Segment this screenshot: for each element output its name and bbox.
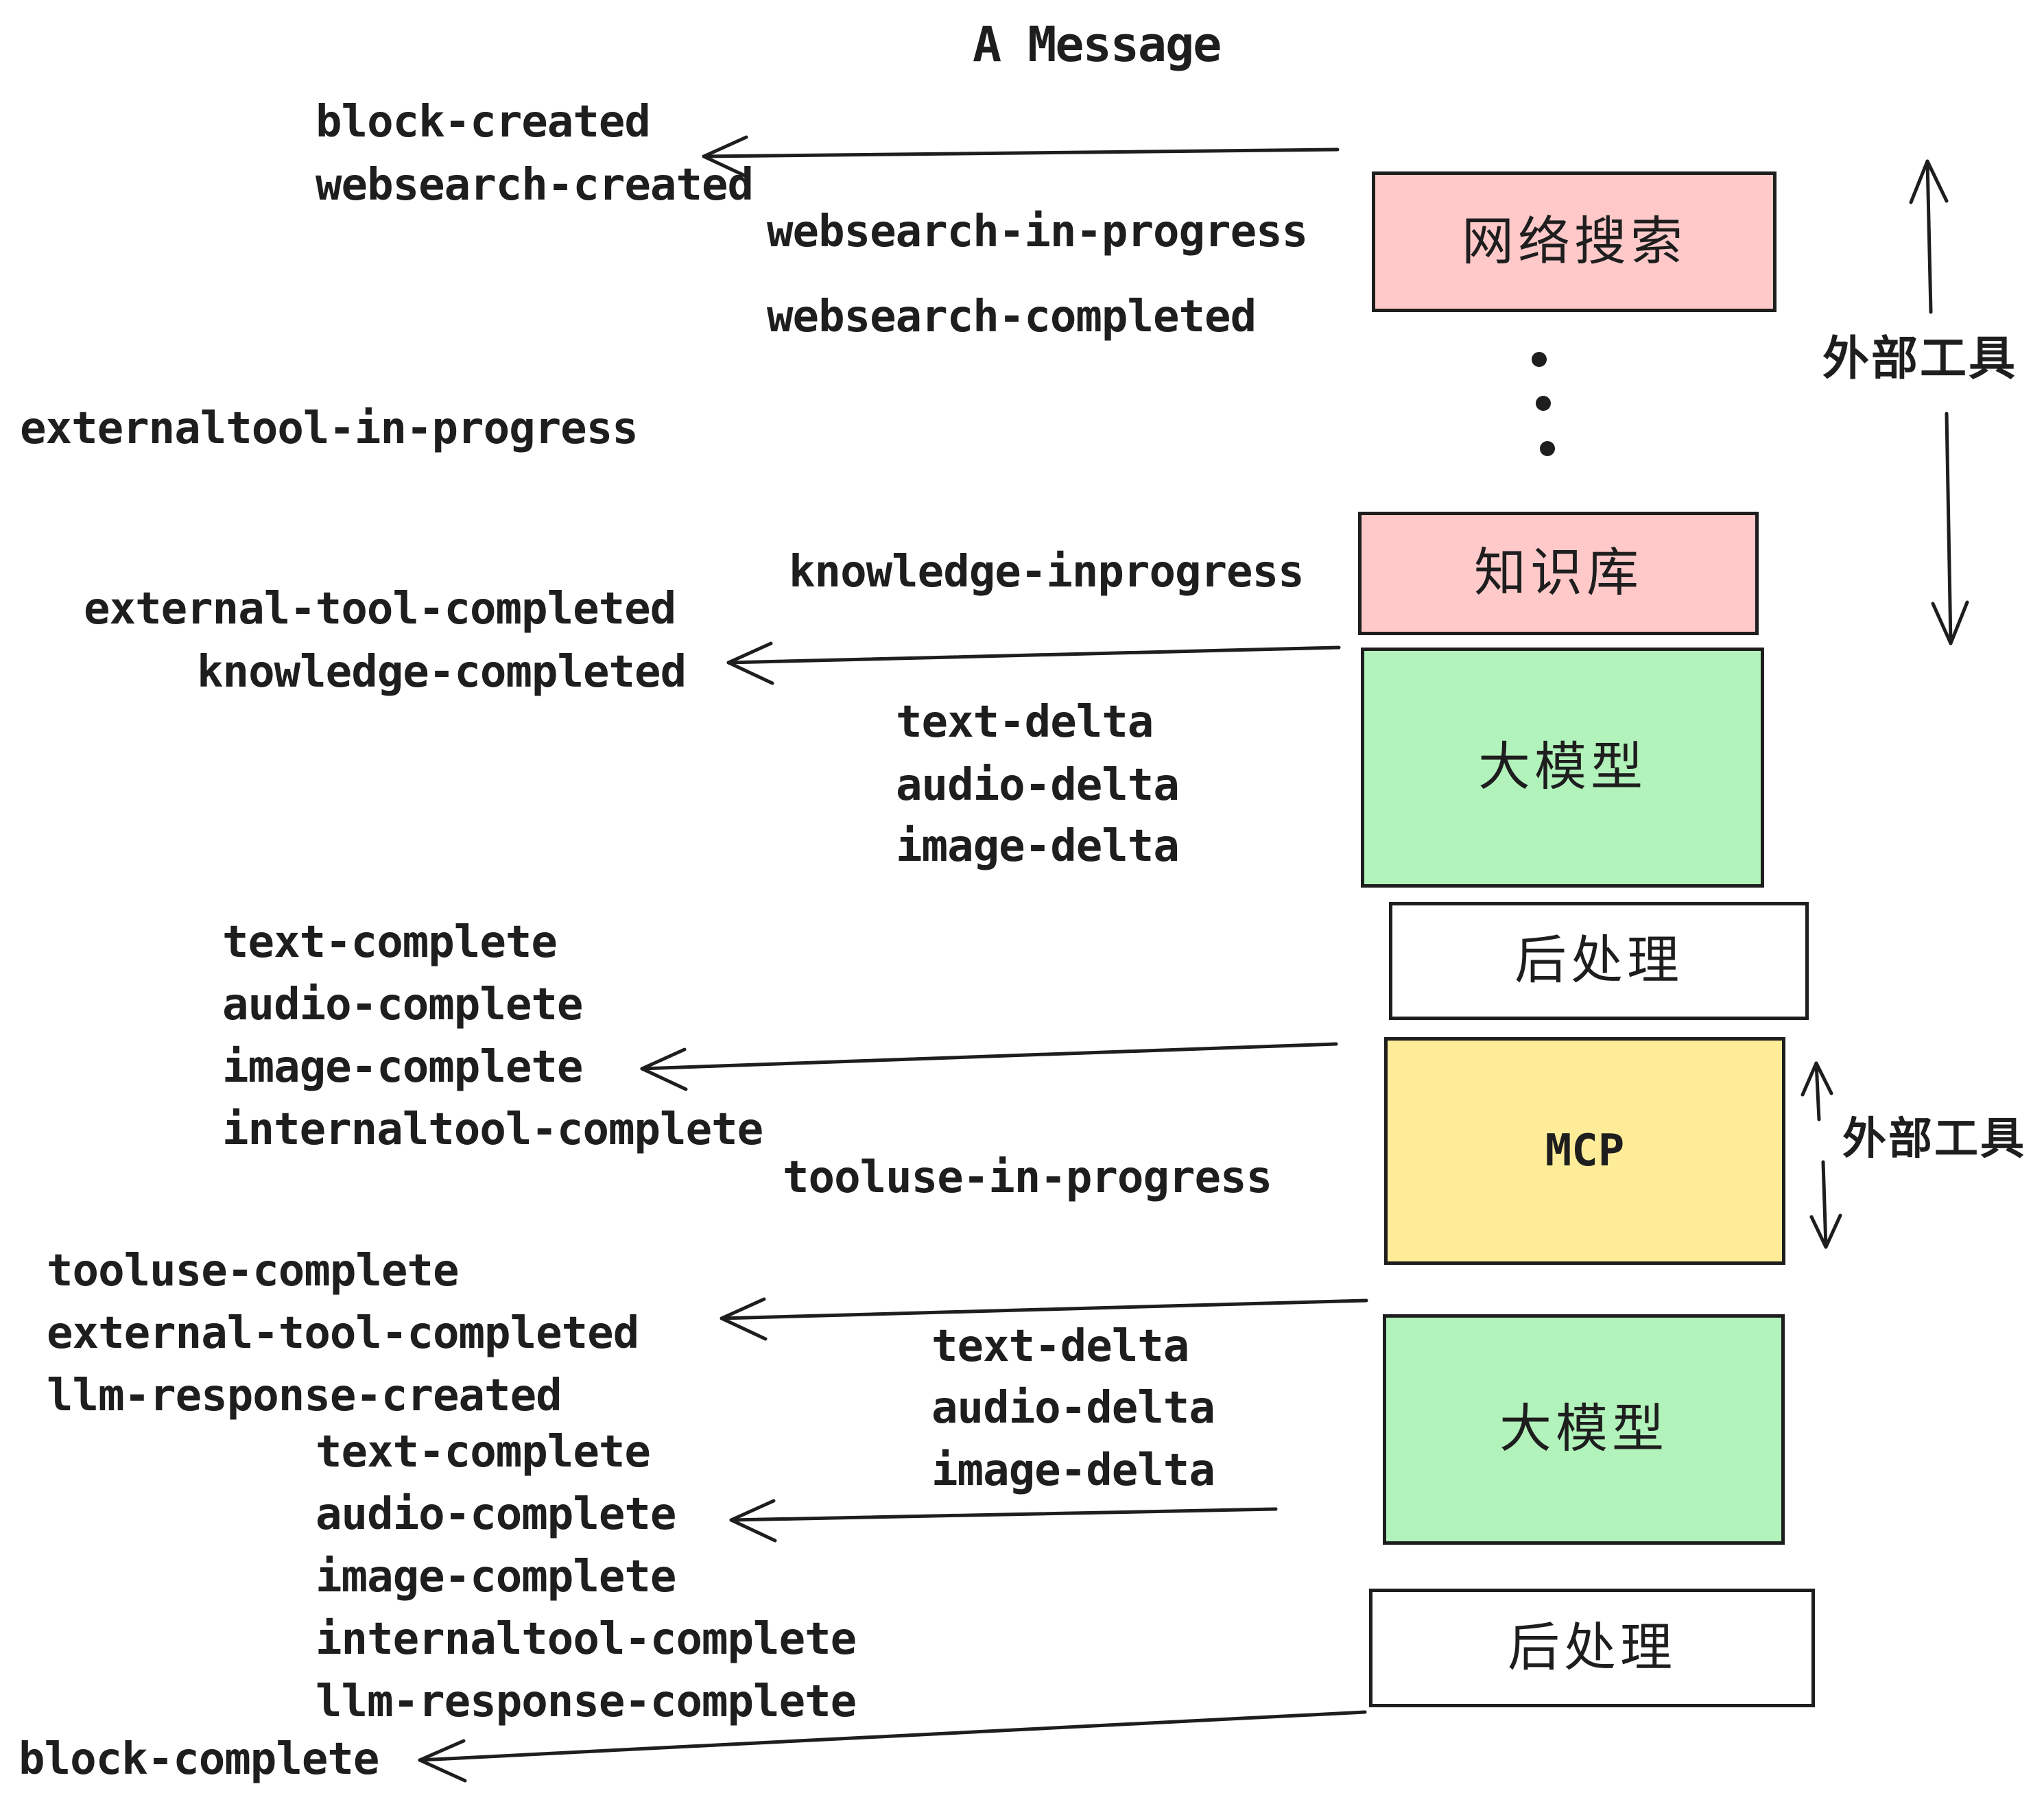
event-internaltool-complete-1: internaltool-complete — [222, 1104, 763, 1155]
arrow-postprocess2-to-block-complete — [418, 1710, 1367, 1783]
event-llm-response-created: llm-response-created — [47, 1370, 562, 1421]
event-audio-complete-1: audio-complete — [222, 980, 583, 1030]
external-tools-up-arrow-2 — [1801, 1061, 1833, 1121]
box-postprocess-1: 后处理 — [1389, 902, 1809, 1020]
box-websearch-label: 网络搜索 — [1462, 212, 1687, 271]
event-image-delta-2: image-delta — [931, 1445, 1215, 1496]
event-text-delta-2: text-delta — [931, 1321, 1189, 1372]
box-websearch: 网络搜索 — [1372, 171, 1776, 312]
external-tools-down-arrow-1 — [1931, 412, 1969, 645]
box-postprocess-2: 后处理 — [1369, 1589, 1815, 1707]
event-text-complete-1: text-complete — [222, 917, 558, 968]
event-block-complete: block-complete — [19, 1734, 379, 1785]
event-block-created: block-created — [316, 97, 651, 147]
box-llm-2-label: 大模型 — [1499, 1400, 1668, 1458]
ellipsis-dots — [1532, 352, 1555, 456]
external-tools-label-1: 外部工具 — [1822, 333, 2018, 385]
event-image-delta-1: image-delta — [896, 821, 1180, 872]
event-text-complete-2: text-complete — [316, 1427, 651, 1477]
box-mcp: MCP — [1384, 1037, 1785, 1265]
arrow-websearch-to-created-events — [702, 135, 1340, 179]
external-tools-down-arrow-2 — [1809, 1160, 1842, 1249]
event-audio-delta-2: audio-delta — [931, 1383, 1215, 1434]
external-tools-up-arrow-1 — [1909, 159, 1949, 314]
event-text-delta-1: text-delta — [896, 697, 1154, 748]
event-external-tool-completed-1: external-tool-completed — [84, 584, 676, 634]
box-llm-1: 大模型 — [1361, 648, 1764, 888]
box-postprocess-2-label: 后处理 — [1508, 1618, 1676, 1677]
event-websearch-in-progress: websearch-in-progress — [767, 206, 1308, 257]
event-image-complete-2: image-complete — [316, 1552, 676, 1602]
arrow-mcp-to-tooluse-events — [720, 1297, 1368, 1341]
box-knowledge-base-label: 知识库 — [1474, 544, 1643, 602]
event-internaltool-complete-2: internaltool-complete — [316, 1614, 857, 1665]
event-knowledge-completed: knowledge-completed — [197, 647, 687, 698]
event-audio-delta-1: audio-delta — [896, 760, 1180, 811]
box-knowledge-base: 知识库 — [1358, 512, 1759, 635]
arrow-postprocess1-to-complete-events — [640, 1042, 1338, 1091]
event-websearch-completed: websearch-completed — [767, 292, 1257, 342]
box-mcp-label: MCP — [1545, 1126, 1625, 1176]
event-tooluse-complete: tooluse-complete — [47, 1246, 459, 1296]
event-audio-complete-2: audio-complete — [316, 1489, 676, 1540]
arrow-llm2-to-complete-events — [729, 1499, 1278, 1543]
event-externaltool-in-progress: externaltool-in-progress — [20, 403, 639, 454]
external-tools-label-2: 外部工具 — [1842, 1114, 2026, 1163]
event-llm-response-complete: llm-response-complete — [316, 1676, 857, 1727]
event-image-complete-1: image-complete — [222, 1042, 583, 1093]
event-knowledge-inprogress: knowledge-inprogress — [789, 547, 1305, 597]
box-llm-2: 大模型 — [1383, 1314, 1785, 1545]
event-external-tool-completed-2: external-tool-completed — [47, 1308, 639, 1359]
arrow-knowledge-to-completed-events — [726, 641, 1341, 685]
event-websearch-created: websearch-created — [316, 160, 754, 211]
event-tooluse-in-progress: tooluse-in-progress — [783, 1152, 1272, 1203]
box-postprocess-1-label: 后处理 — [1514, 931, 1683, 990]
diagram-title: A Message — [973, 16, 1222, 73]
box-llm-1-label: 大模型 — [1478, 738, 1647, 796]
